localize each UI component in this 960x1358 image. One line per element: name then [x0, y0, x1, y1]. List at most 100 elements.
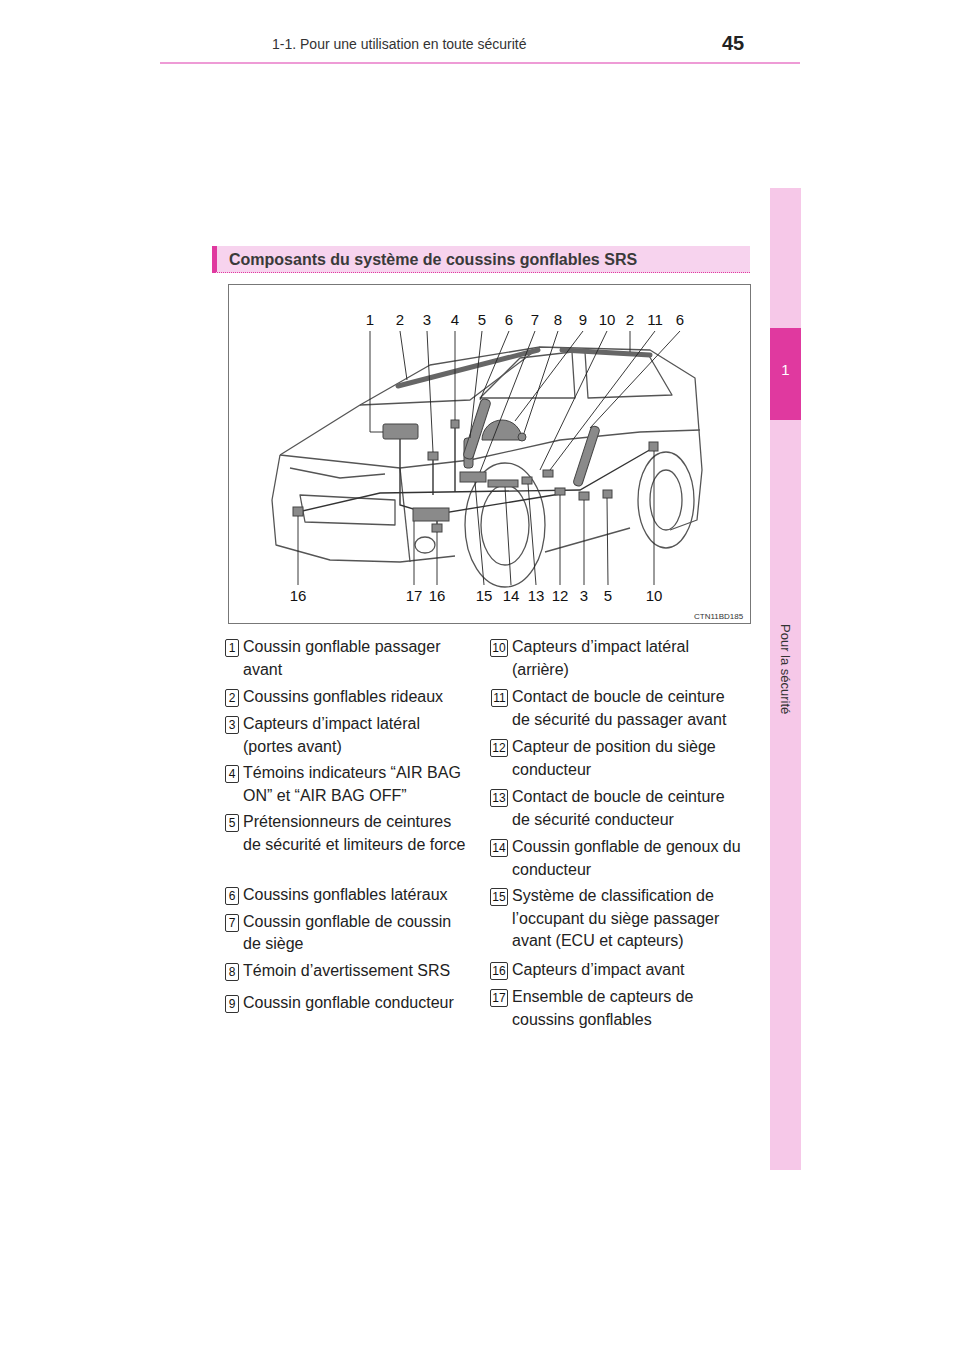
callout-number: 4	[451, 312, 459, 328]
leader-line	[400, 331, 407, 380]
fog-light	[415, 537, 435, 553]
number-text: 15	[491, 890, 507, 904]
rear-rim	[650, 470, 682, 530]
windshield	[360, 347, 540, 405]
number-text: 13	[491, 791, 507, 805]
leader-line	[475, 482, 484, 585]
item-description: Capteurs d’impact latéral (arrière)	[512, 636, 744, 681]
seat-position-sensor	[555, 488, 565, 495]
front-sensor	[432, 524, 442, 532]
car-sill	[545, 528, 630, 552]
leader-line	[607, 498, 608, 585]
grille	[300, 495, 395, 525]
callout-number: 16	[290, 588, 307, 604]
seat-cushion-airbag	[460, 472, 486, 482]
harness-main	[298, 448, 653, 512]
callout-number: 1	[366, 312, 374, 328]
figure-code: CTN11BD185	[694, 612, 743, 621]
leader-line	[654, 451, 655, 585]
leader-line	[584, 500, 585, 585]
leader-line	[540, 331, 607, 470]
number-text: 10	[491, 641, 507, 655]
item-number-box: 1	[225, 639, 239, 657]
item-number-box: 5	[225, 814, 239, 832]
item-description: Coussins gonflables rideaux	[243, 686, 471, 709]
srs-components	[293, 350, 658, 532]
curtain-airbag	[562, 350, 650, 355]
item-number-box: 17	[490, 989, 508, 1007]
airbag-ecu	[413, 508, 449, 521]
item-description: Contact de boucle de ceinture de sécurit…	[512, 786, 744, 831]
item-description: Coussin gonflable de coussin de siège	[243, 911, 471, 956]
leader-line	[505, 487, 511, 585]
leader-line	[480, 331, 535, 472]
item-description: Prétensionneurs de ceintures de sécurité…	[243, 811, 471, 856]
car-front	[272, 455, 455, 562]
buckle-switch	[522, 477, 532, 484]
buckle-switch	[543, 470, 553, 477]
item-number-box: 4	[225, 765, 239, 783]
figure-frame	[229, 285, 751, 624]
number-text: 11	[492, 691, 507, 705]
callout-number: 10	[599, 312, 616, 328]
curtain-airbag	[398, 350, 538, 386]
leader-line	[470, 331, 482, 438]
headlight	[290, 468, 385, 478]
harness-branch	[432, 460, 433, 495]
item-number-box: 2	[225, 689, 239, 707]
callout-number: 9	[579, 312, 587, 328]
item-number-box: 8	[225, 963, 239, 981]
item-description: Coussins gonflables latéraux	[243, 884, 471, 907]
item-number-box: 6	[225, 887, 239, 905]
car-corner	[400, 468, 410, 562]
pretensioner	[603, 490, 612, 498]
warning-light	[518, 433, 526, 441]
front-rim	[481, 485, 529, 565]
callout-number: 16	[429, 588, 446, 604]
number-text: 1	[226, 641, 238, 655]
callout-number: 3	[580, 588, 588, 604]
callout-number: 12	[552, 588, 569, 604]
rear-side-sensor	[649, 442, 658, 451]
rear-wheel	[638, 452, 694, 548]
item-number-box: 10	[490, 639, 508, 657]
item-description: Ensemble de capteurs de coussins gonflab…	[512, 986, 744, 1031]
harness-branch	[454, 428, 455, 492]
number-text: 5	[226, 816, 238, 830]
callout-number: 15	[476, 588, 493, 604]
number-text: 6	[226, 889, 238, 903]
number-text: 1	[770, 361, 801, 379]
leader-lines	[298, 331, 680, 585]
callout-number: 11	[647, 312, 663, 328]
section-heading-band: Composants du système de coussins gonfla…	[212, 246, 750, 273]
chapter-title: Pour la sécurité	[778, 624, 793, 714]
callout-number: 5	[478, 312, 486, 328]
impact-sensor	[579, 492, 589, 500]
leader-line	[414, 521, 415, 585]
passenger-airbag	[383, 424, 418, 439]
callout-number: 2	[626, 312, 634, 328]
item-description: Témoin d’avertissement SRS	[243, 960, 471, 983]
leader-line	[515, 331, 583, 421]
number-text: 16	[491, 964, 507, 978]
callout-number: 14	[503, 588, 520, 604]
number-text: 14	[491, 841, 507, 855]
leader-line	[550, 331, 655, 470]
leader-line	[590, 331, 680, 428]
leader-line	[524, 331, 558, 433]
callout-number: 6	[676, 312, 684, 328]
number-text: 8	[226, 965, 238, 979]
number-text: 2	[226, 691, 238, 705]
item-number-box: 16	[490, 962, 508, 980]
chapter-number-tab: 1	[770, 328, 801, 420]
callout-number: 17	[406, 588, 423, 604]
knee-airbag	[488, 480, 518, 487]
item-number-box: 11	[491, 689, 508, 707]
item-description: Témoins indicateurs “AIR BAG ON” et “AIR…	[243, 762, 471, 807]
leader-line	[437, 532, 438, 585]
callout-number: 7	[531, 312, 539, 328]
number-text: 12	[491, 741, 507, 755]
impact-sensor	[428, 452, 438, 460]
leader-line	[630, 331, 631, 352]
harness-branch	[400, 436, 430, 514]
